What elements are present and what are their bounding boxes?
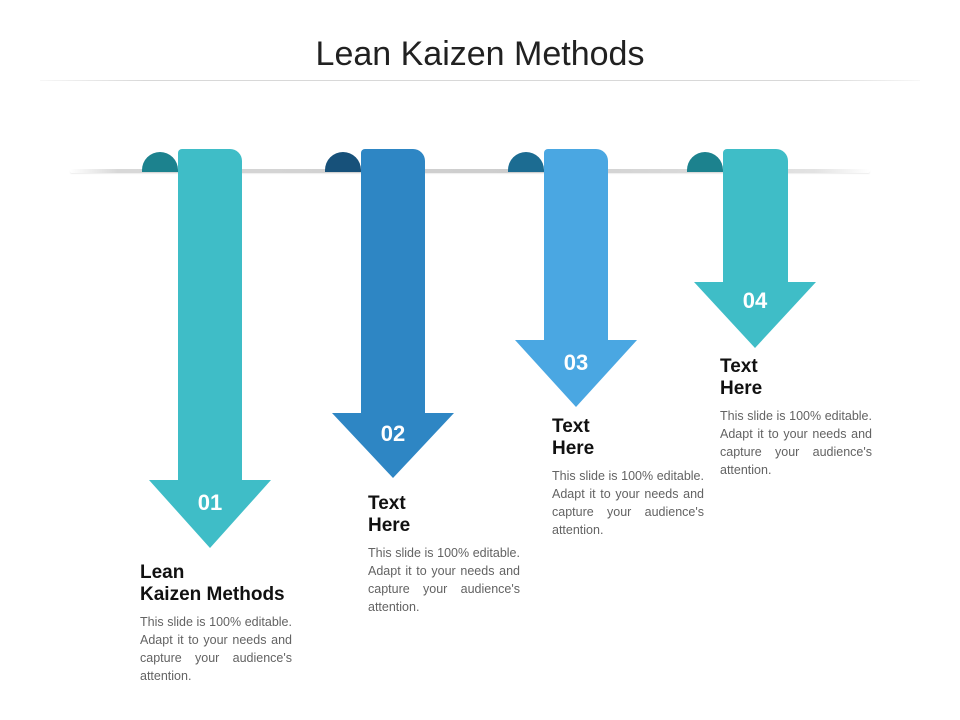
arrow-shaft	[544, 149, 608, 340]
step-number: 01	[197, 490, 223, 515]
step-description: This slide is 100% editable. Adapt it to…	[720, 409, 872, 477]
step-number: 04	[742, 288, 768, 313]
arrow-head-icon	[332, 413, 454, 478]
arrow-shaft	[178, 149, 242, 480]
step-description: This slide is 100% editable. Adapt it to…	[140, 615, 292, 683]
step-number: 03	[563, 350, 589, 375]
step-description: This slide is 100% editable. Adapt it to…	[368, 546, 520, 614]
step-3-text: Text Here This slide is 100% editable. A…	[552, 416, 704, 539]
arrow-head-icon	[149, 480, 271, 548]
arrow-shaft	[361, 149, 425, 413]
step-4-text: Text Here This slide is 100% editable. A…	[720, 356, 872, 479]
title-divider	[40, 80, 920, 81]
ribbon-rod	[70, 169, 870, 173]
step-heading: Text Here	[552, 416, 595, 459]
step-description: This slide is 100% editable. Adapt it to…	[552, 469, 704, 537]
slide-title: Lean Kaizen Methods	[315, 35, 645, 73]
step-heading: Text Here	[720, 356, 763, 399]
step-1-text: Lean Kaizen Methods This slide is 100% e…	[140, 562, 292, 685]
arrow-head-icon	[694, 282, 816, 348]
step-number: 02	[380, 421, 406, 446]
step-2-text: Text Here This slide is 100% editable. A…	[368, 493, 520, 616]
arrow-head-icon	[515, 340, 637, 407]
step-heading: Lean Kaizen Methods	[140, 562, 285, 605]
step-heading: Text Here	[368, 493, 411, 536]
